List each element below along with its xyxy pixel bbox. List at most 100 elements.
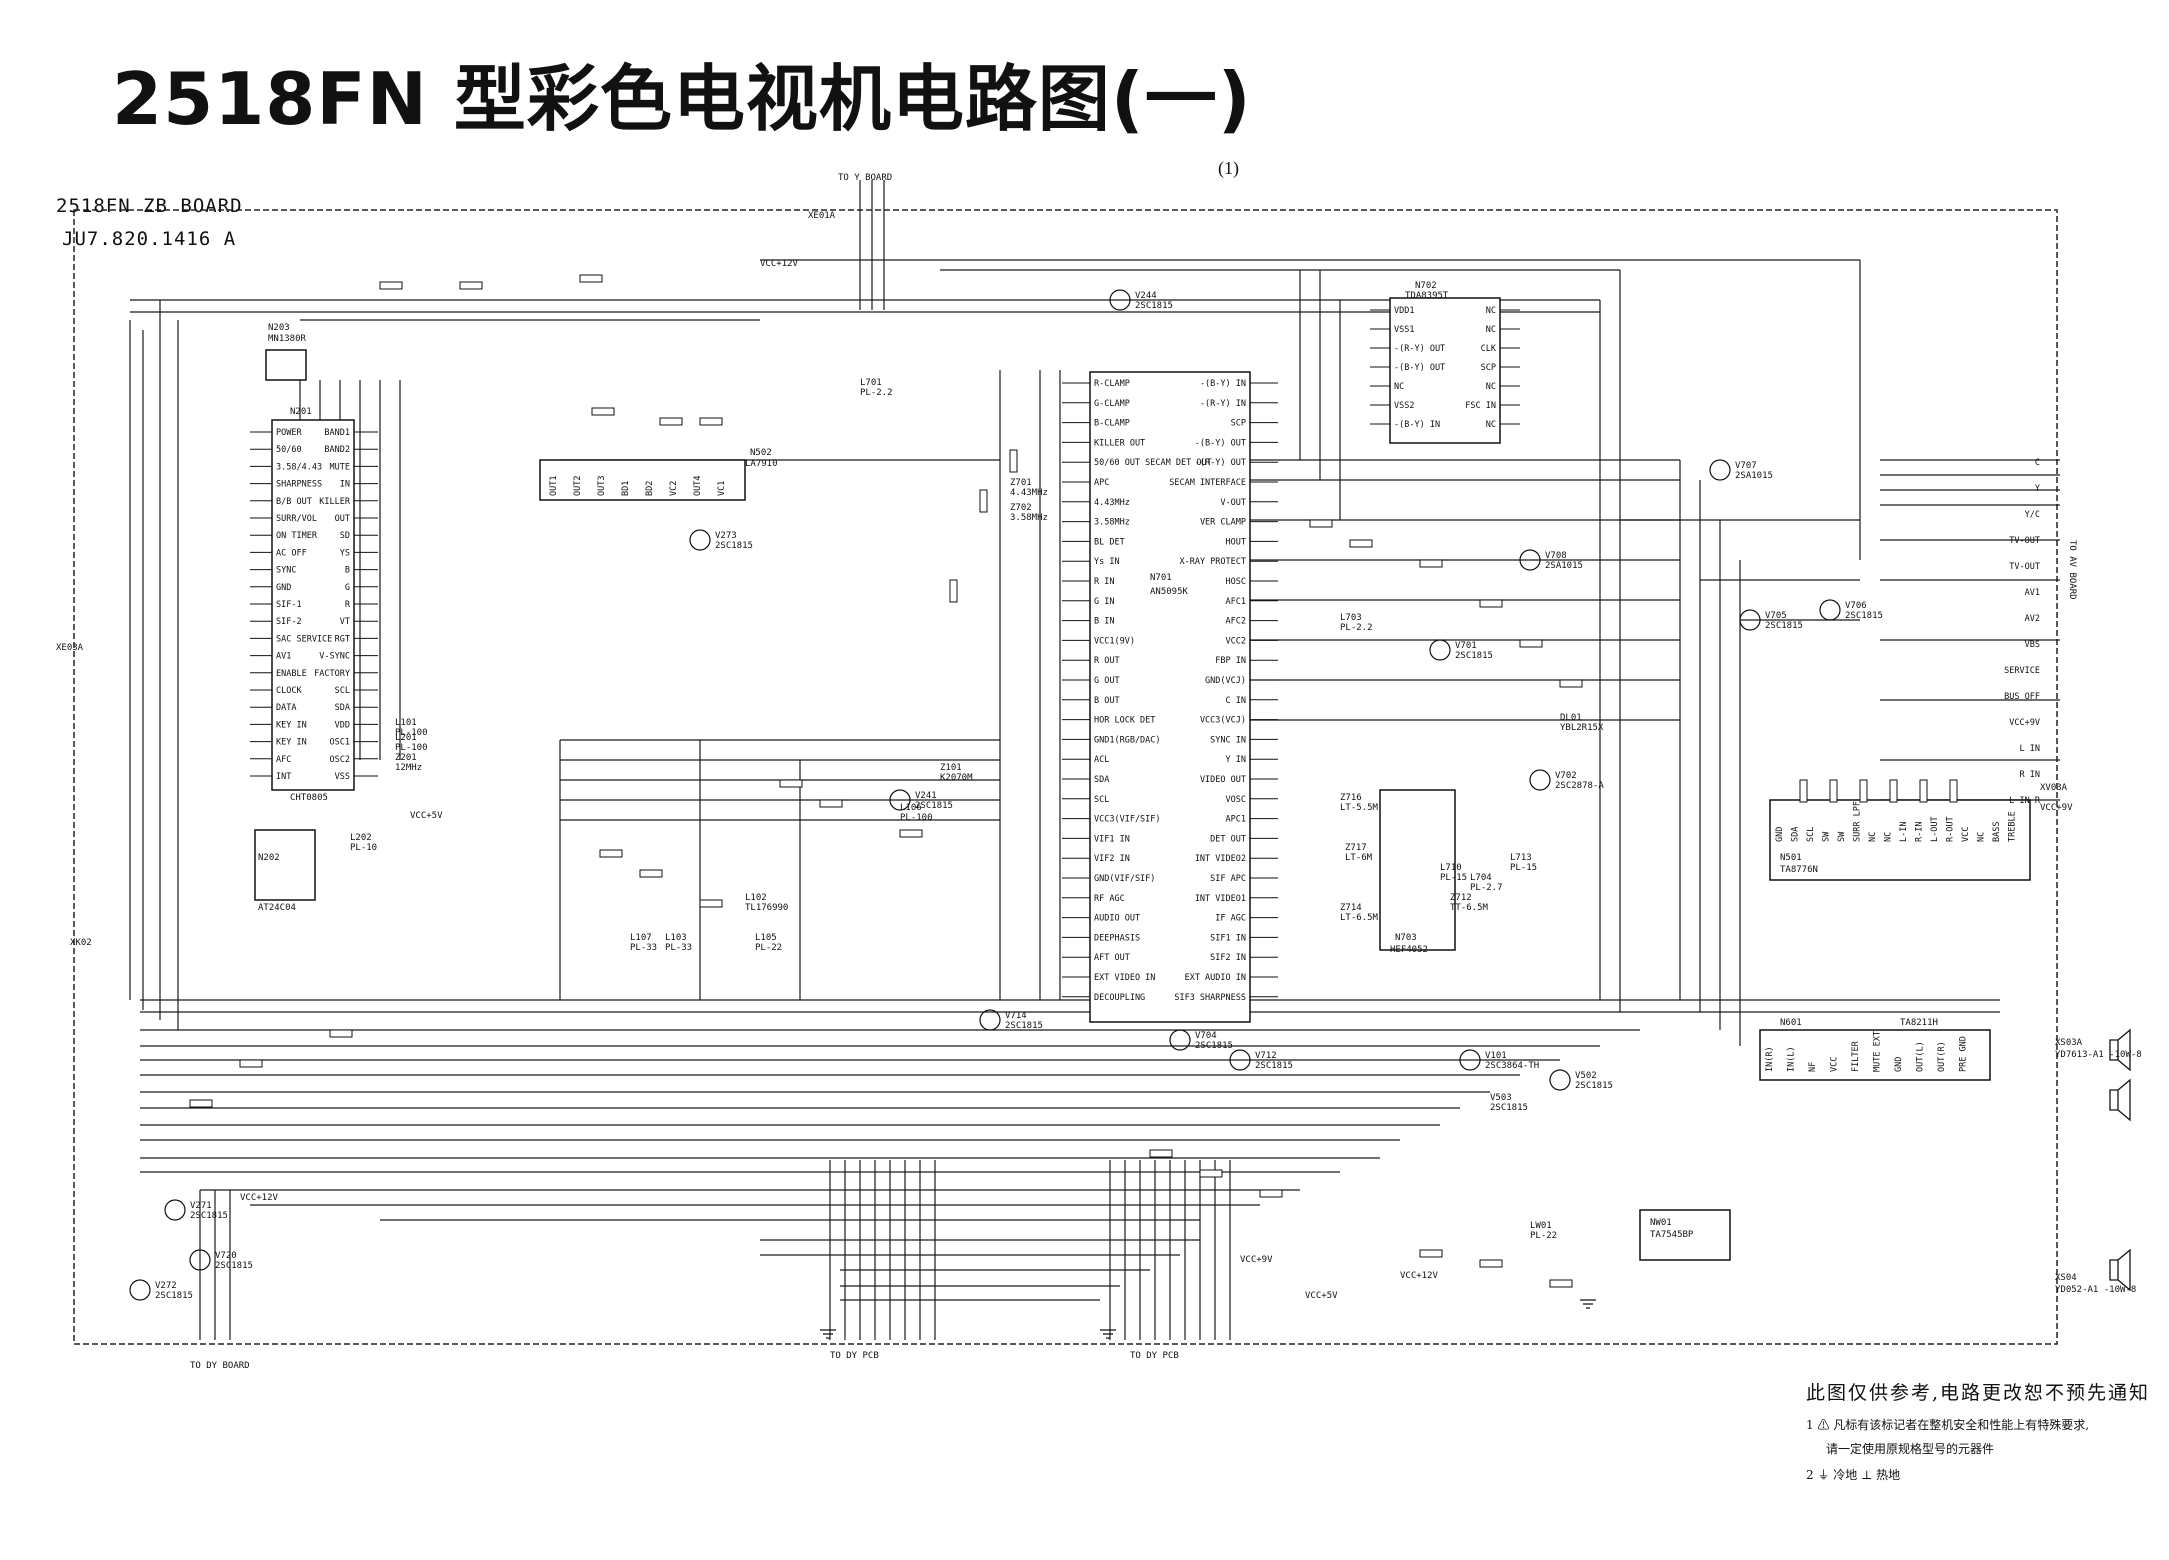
- jungle-pin-right-label: -(B-Y) IN: [1200, 379, 1246, 389]
- n601-pin-label: OUT(L): [1916, 1041, 1926, 1072]
- transistor-part: 2SC2878-A: [1555, 781, 1604, 791]
- safety-note-line1b: 请一定使用原规格型号的元器件: [1826, 1442, 1995, 1456]
- inductor-value: PL-100: [395, 743, 428, 753]
- nw01-body: [1639, 1209, 1731, 1261]
- jungle-pin-right-label: HOSC: [1226, 577, 1246, 587]
- secam-pin-right-label: SCP: [1481, 363, 1496, 373]
- filter-ref: Z702: [1010, 503, 1032, 513]
- jungle-pin-left-label: G OUT: [1094, 676, 1120, 686]
- av-connector-pin-label: Y/C: [2025, 510, 2040, 520]
- inductor-value: PL-2.2: [1340, 623, 1373, 633]
- inductor-value: TL176990: [745, 903, 788, 913]
- av-connector-pin-label: R IN: [2020, 770, 2040, 780]
- n501-ref: N501: [1780, 853, 1802, 863]
- nw01-ref: NW01: [1650, 1218, 1672, 1228]
- passive-components: [189, 274, 1958, 1288]
- n501-part: TA8776N: [1780, 865, 1818, 875]
- mcu-pin-right-label: VSS: [335, 772, 350, 782]
- jungle-pin-right-label: DET OUT: [1210, 834, 1246, 844]
- inductor-value: PL-2.7: [1470, 883, 1503, 893]
- jungle-part: AN5095K: [1150, 587, 1189, 597]
- secam-pin-right-label: NC: [1486, 420, 1496, 430]
- n601-pin-label: OUT(R): [1937, 1041, 1947, 1072]
- mcu-pin-left-label: DATA: [276, 703, 296, 713]
- mcu-pin-right-label: OSC2: [330, 755, 350, 765]
- mcu-pin-right-label: KILLER: [319, 497, 351, 507]
- jungle-pin-left-label: APC: [1094, 478, 1109, 488]
- jungle-pin-left-label: VIF2 IN: [1094, 854, 1130, 864]
- transistor-part: 2SC1815: [1765, 621, 1803, 631]
- jungle-pin-left-label: RF AGC: [1094, 894, 1125, 904]
- inductor-value: PL-33: [665, 943, 692, 953]
- jungle-pin-left-label: AUDIO OUT: [1094, 914, 1140, 924]
- inductor-ref: L202: [350, 833, 372, 843]
- jungle-pin-left-label: B IN: [1094, 617, 1114, 627]
- mcu-pin-left-label: SAC SERVICE: [276, 634, 332, 644]
- n501-pin-label: NC: [1884, 832, 1894, 842]
- n501-pin-label: L-OUT: [1930, 816, 1940, 842]
- n601-pin-label: VCC: [1830, 1057, 1840, 1072]
- n502-pin-label: VC1: [717, 481, 727, 496]
- transistor-ref: V705: [1765, 611, 1787, 621]
- mcu-pin-left-label: AFC: [276, 755, 291, 765]
- jungle-pin-left-label: 50/60 OUT SECAM DET OUT: [1094, 458, 1212, 468]
- board-name: 2518FN ZB BOARD: [56, 195, 243, 217]
- speaker-left-icon: [2109, 1028, 2131, 1072]
- secam-pin-left-label: VDD1: [1394, 306, 1414, 316]
- inductor-value: PL-100: [900, 813, 933, 823]
- jungle-pin-right-label: SYNC IN: [1210, 735, 1246, 745]
- mcu-pin-right-label: VDD: [335, 720, 350, 730]
- filter-ref: Z201: [395, 753, 417, 763]
- n502-ref: N502: [750, 448, 772, 458]
- n501-pin-label: L-IN: [1899, 822, 1909, 842]
- jungle-pin-right-label: VCC2: [1226, 636, 1246, 646]
- av-connector-pin-label: TV-OUT: [2009, 562, 2040, 572]
- n501-pin-label: SCL: [1806, 827, 1816, 842]
- jungle-pin-right-label: VOSC: [1226, 795, 1246, 805]
- mcu-pin-left-label: GND: [276, 583, 291, 593]
- jungle-pin-right-label: INT VIDEO1: [1195, 894, 1246, 904]
- mcu-pin-right-label: V-SYNC: [319, 652, 350, 662]
- speaker-1-value: YD7613-A1 -10W-8: [2055, 1050, 2142, 1060]
- jungle-pin-left-label: BL DET: [1094, 537, 1125, 547]
- transistor-ref: V701: [1455, 641, 1477, 651]
- n501-pin-label: SW: [1837, 831, 1847, 842]
- n502-pin-label: VC2: [669, 481, 679, 496]
- secam-pin-left-label: VSS2: [1394, 401, 1414, 411]
- secam-pin-left-label: VSS1: [1394, 325, 1414, 335]
- transistor-ref: V707: [1735, 461, 1757, 471]
- transistor-ref: V101: [1485, 1051, 1507, 1061]
- mcu-pin-right-label: BAND1: [324, 428, 350, 438]
- rail-vcc5-b: VCC+5V: [1305, 1291, 1338, 1301]
- mcu-pin-right-label: B: [345, 566, 350, 576]
- jungle-pin-right-label: SIF2 IN: [1210, 953, 1246, 963]
- n502-pin-label: OUT4: [693, 476, 703, 496]
- secam-pin-right-label: CLK: [1481, 344, 1497, 354]
- n601-pin-label: IN(L): [1787, 1046, 1797, 1072]
- av-connector-pin-label: C: [2035, 458, 2040, 468]
- rail-vcc9-b: VCC+9V: [2040, 803, 2073, 813]
- secam-pin-left-label: -(B-Y) IN: [1394, 420, 1440, 430]
- connector-to-dy-board: TO DY BOARD: [190, 1361, 250, 1371]
- transistor-part: 2SC1815: [1255, 1061, 1293, 1071]
- jungle-ref: N701: [1150, 573, 1172, 583]
- filter-ref: Z101: [940, 763, 962, 773]
- jungle-pin-left-label: G-CLAMP: [1094, 399, 1130, 409]
- jungle-pin-right-label: SECAM INTERFACE: [1169, 478, 1246, 488]
- secam-pin-right-label: NC: [1486, 325, 1496, 335]
- mcu-pin-left-label: AC OFF: [276, 548, 307, 558]
- n601-pin-label: FILTER: [1851, 1040, 1861, 1072]
- transistor-ref: V702: [1555, 771, 1577, 781]
- inductor-value: PL-22: [755, 943, 782, 953]
- jungle-pin-left-label: 3.58MHz: [1094, 518, 1130, 528]
- jungle-pin-right-label: GND(VCJ): [1205, 676, 1246, 686]
- n502-body: [539, 459, 746, 501]
- jungle-pin-left-label: SCL: [1094, 795, 1109, 805]
- jungle-pin-right-label: VIDEO OUT: [1200, 775, 1246, 785]
- safety-note-line1: 1 ⚠ 凡标有该标记者在整机安全和性能上有特殊要求,: [1806, 1418, 2090, 1432]
- jungle-pin-left-label: G IN: [1094, 597, 1114, 607]
- inductor-ref: L105: [755, 933, 777, 943]
- nvram-part: AT24C04: [258, 903, 296, 913]
- inductor-value: PL-15: [1440, 873, 1467, 883]
